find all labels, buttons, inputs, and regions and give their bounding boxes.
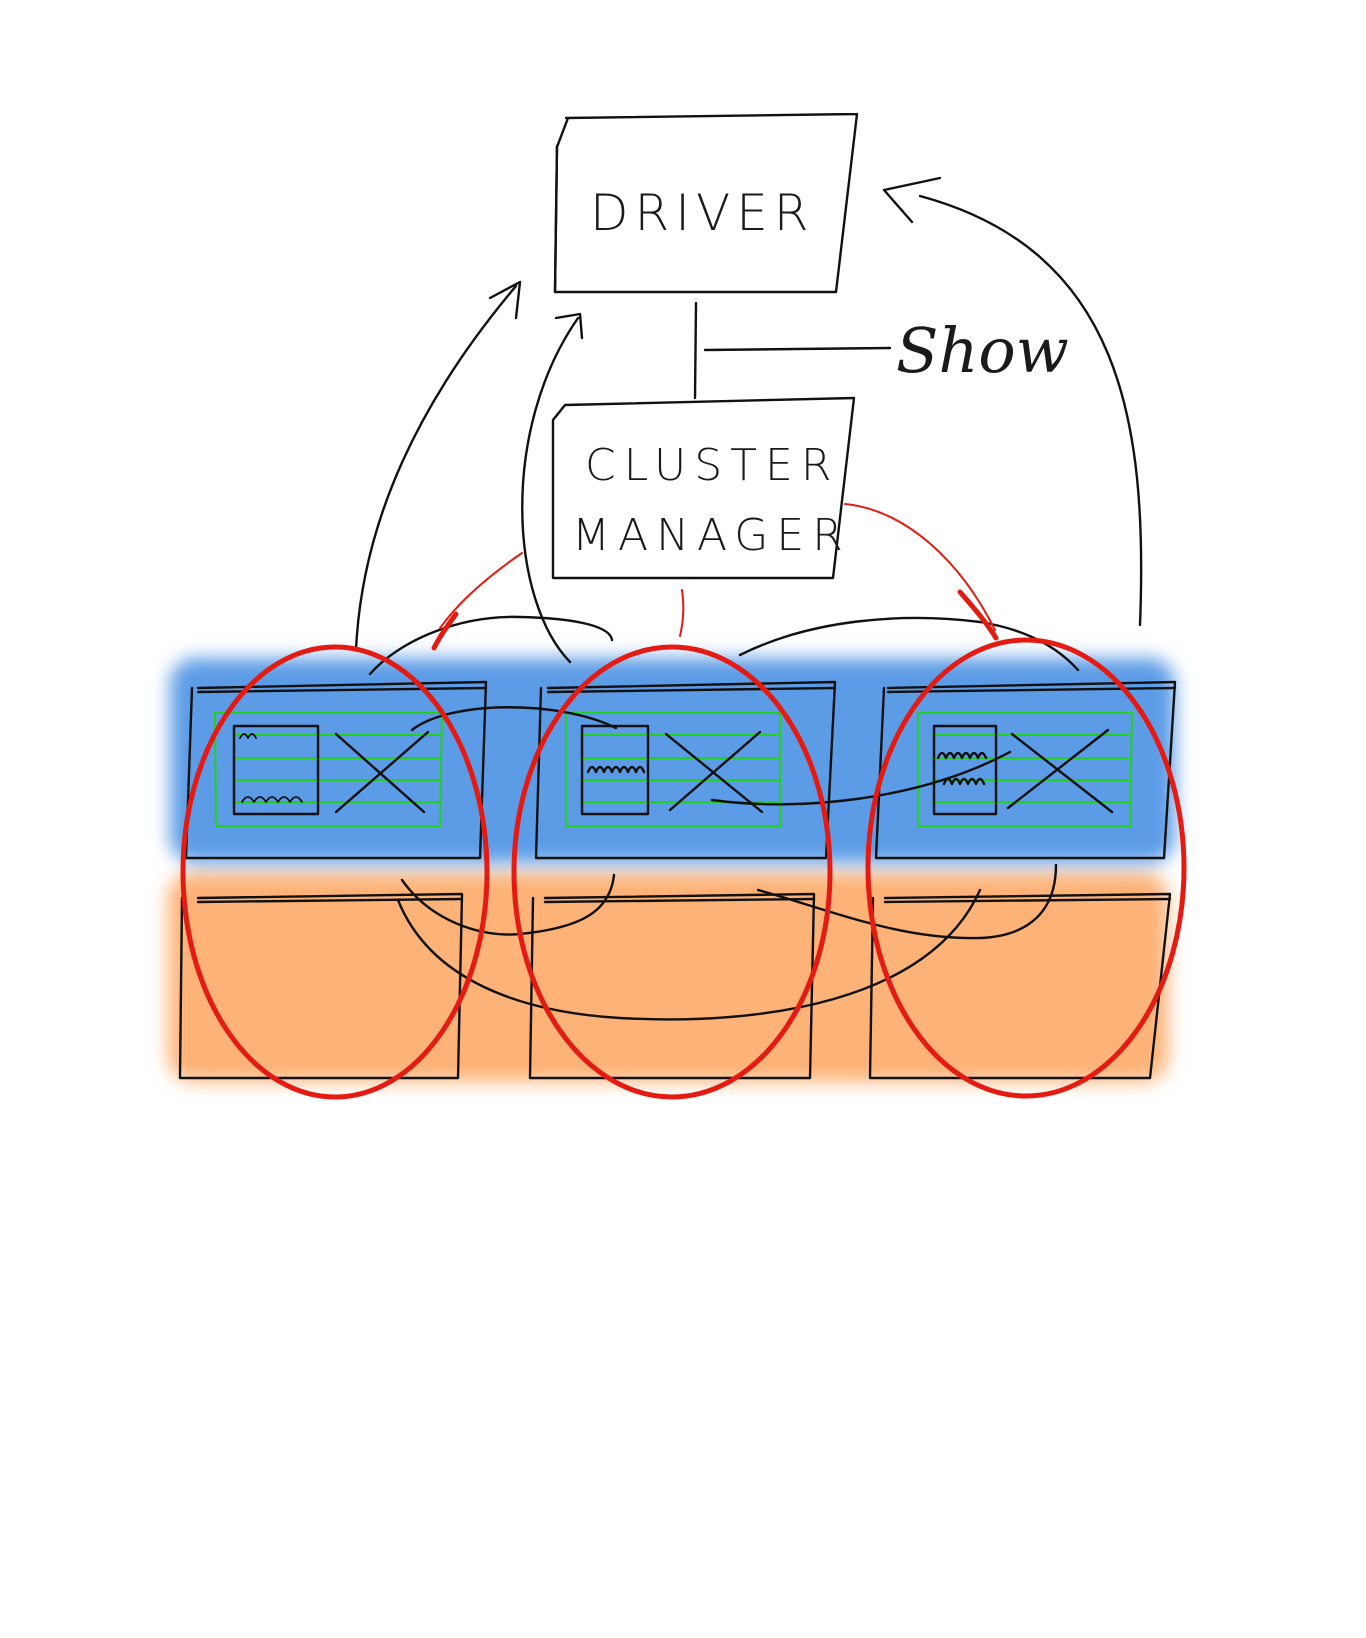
worker-outline-3 [865, 637, 1187, 1099]
worker-node-3 [868, 680, 1177, 1080]
cluster-manager-links [431, 503, 999, 651]
driver-node: DRIVER [553, 112, 859, 294]
worker-node-2 [528, 680, 837, 1080]
task-partition-3 [932, 724, 998, 816]
worker-outline-1 [180, 644, 490, 1100]
closed-task-icon [334, 730, 430, 814]
cluster-manager-node: CLUSTER MANAGER [551, 396, 856, 580]
task-partition-1 [232, 724, 320, 816]
worker-outlines [180, 637, 1187, 1100]
shuffle-curves [368, 615, 1080, 1021]
closed-task-icon [664, 730, 764, 814]
orange-storage-wash [168, 872, 1168, 1082]
closed-task-icon [1006, 728, 1114, 814]
blue-executor-wash [170, 658, 1175, 863]
worker-outline-2 [511, 644, 833, 1100]
driver-label: DRIVER [590, 184, 815, 242]
show-label: Show [896, 314, 1069, 387]
cluster-manager-label-line1: CLUSTER [585, 440, 839, 491]
driver-cluster-connector: Show [693, 301, 1069, 400]
task-partition-2 [580, 724, 650, 816]
cluster-manager-label-line2: MANAGER [572, 510, 851, 561]
executor-to-driver-arrows [354, 176, 1143, 664]
